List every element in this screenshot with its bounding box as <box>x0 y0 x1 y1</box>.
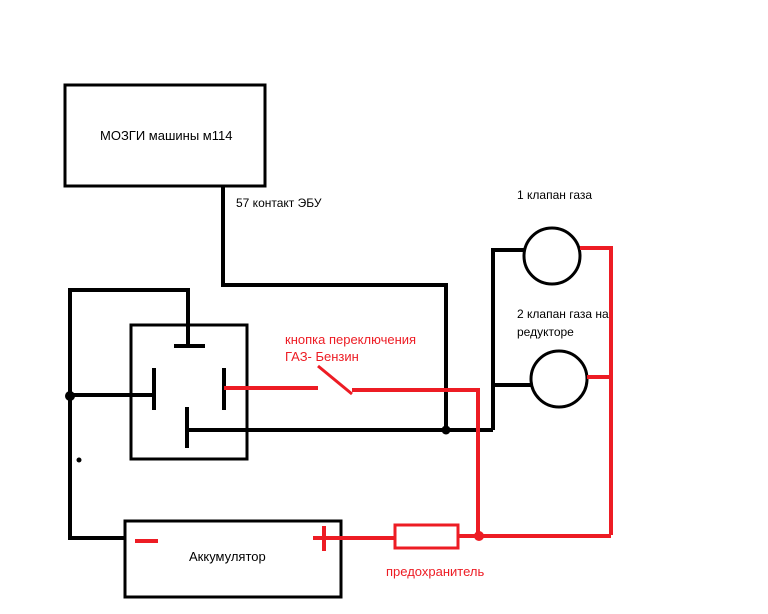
valve1-label: 1 клапан газа <box>517 188 592 202</box>
ecu-pin-wire <box>221 186 448 430</box>
valve2-label-line2: редукторе <box>517 325 574 339</box>
switch-contact <box>317 364 353 396</box>
ground-junction-dot <box>65 391 75 401</box>
fuse-symbol <box>393 523 460 550</box>
fuse-label: предохранитель <box>386 564 484 579</box>
valve2-symbol <box>529 349 589 409</box>
ecu-pin-label: 57 контакт ЭБУ <box>236 196 322 210</box>
switch-label-line2: ГАЗ- Бензин <box>285 349 359 364</box>
ecu-label: МОЗГИ машины м114 <box>100 128 232 143</box>
valve-feed-wire <box>491 248 525 430</box>
battery-box <box>123 519 343 599</box>
battery-label: Аккумулятор <box>189 549 266 564</box>
ecu-box <box>63 83 267 188</box>
switch-label-line1: кнопка переключения <box>285 332 416 347</box>
stray-dot <box>76 457 82 463</box>
switch-to-fuse-wire <box>352 388 480 535</box>
output-junction-dot <box>441 425 451 435</box>
fuse-junction-dot <box>474 531 484 541</box>
valve1-symbol <box>522 226 582 286</box>
ground-wire-top <box>68 288 190 540</box>
valve2-label-line1: 2 клапан газа на <box>517 307 609 321</box>
valve1-plus-wire <box>580 246 613 535</box>
